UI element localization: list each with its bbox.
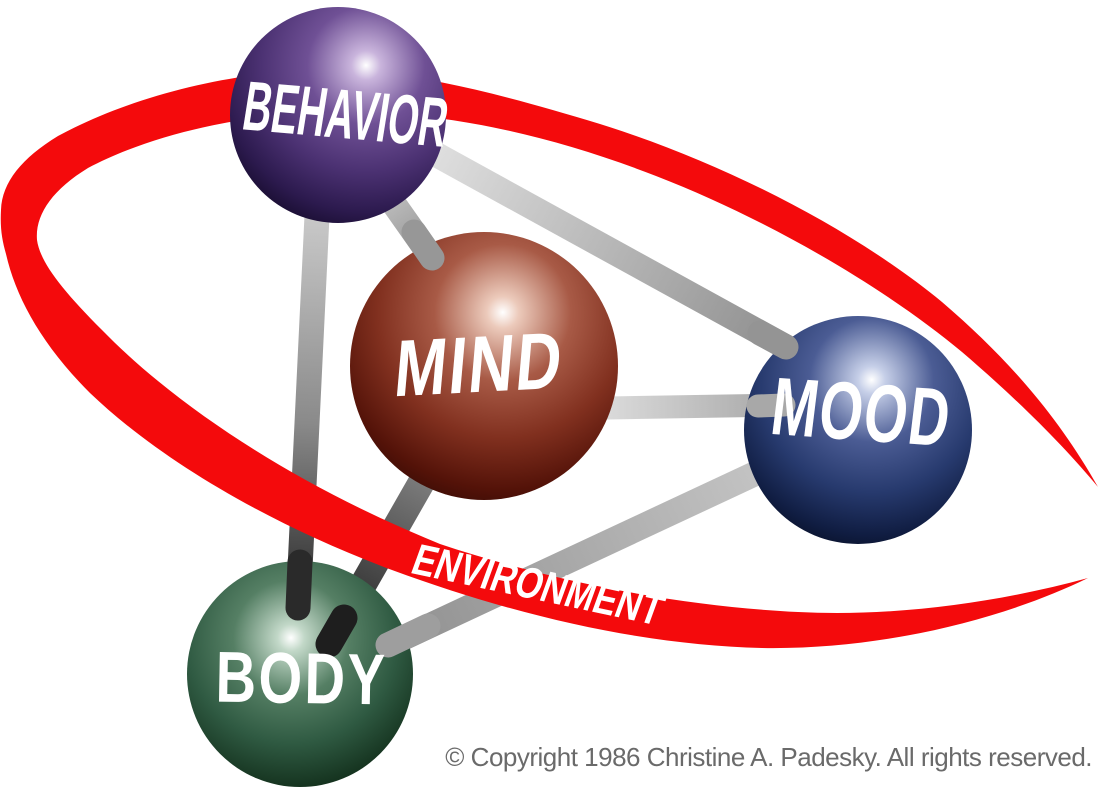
environment-ring: [0, 70, 1099, 649]
sphere-behavior: [230, 7, 446, 223]
rod-cap-body-right: [375, 613, 441, 658]
copyright-text: © Copyright 1986 Christine A. Padesky. A…: [445, 742, 1092, 772]
label-mood: MOOD: [767, 359, 957, 463]
rod-behavior-body: [285, 182, 331, 623]
rod-cap-body-left: [285, 549, 313, 621]
rod-mood-body: [371, 449, 793, 660]
sphere-mood: [744, 316, 972, 544]
label-body: BODY: [215, 637, 388, 720]
rod-cap-body-mid: [315, 604, 358, 658]
rod-end-caps: [285, 219, 799, 658]
rod-cap-mood-lower: [746, 393, 796, 418]
label-behavior: BEHAVIOR: [238, 68, 453, 163]
label-mind: MIND: [391, 316, 567, 414]
rod-cap-mind: [401, 219, 445, 271]
rod-behavior-mood: [415, 137, 801, 361]
sphere-mind: [350, 232, 618, 500]
rod-cap-mood-upper: [747, 320, 799, 360]
